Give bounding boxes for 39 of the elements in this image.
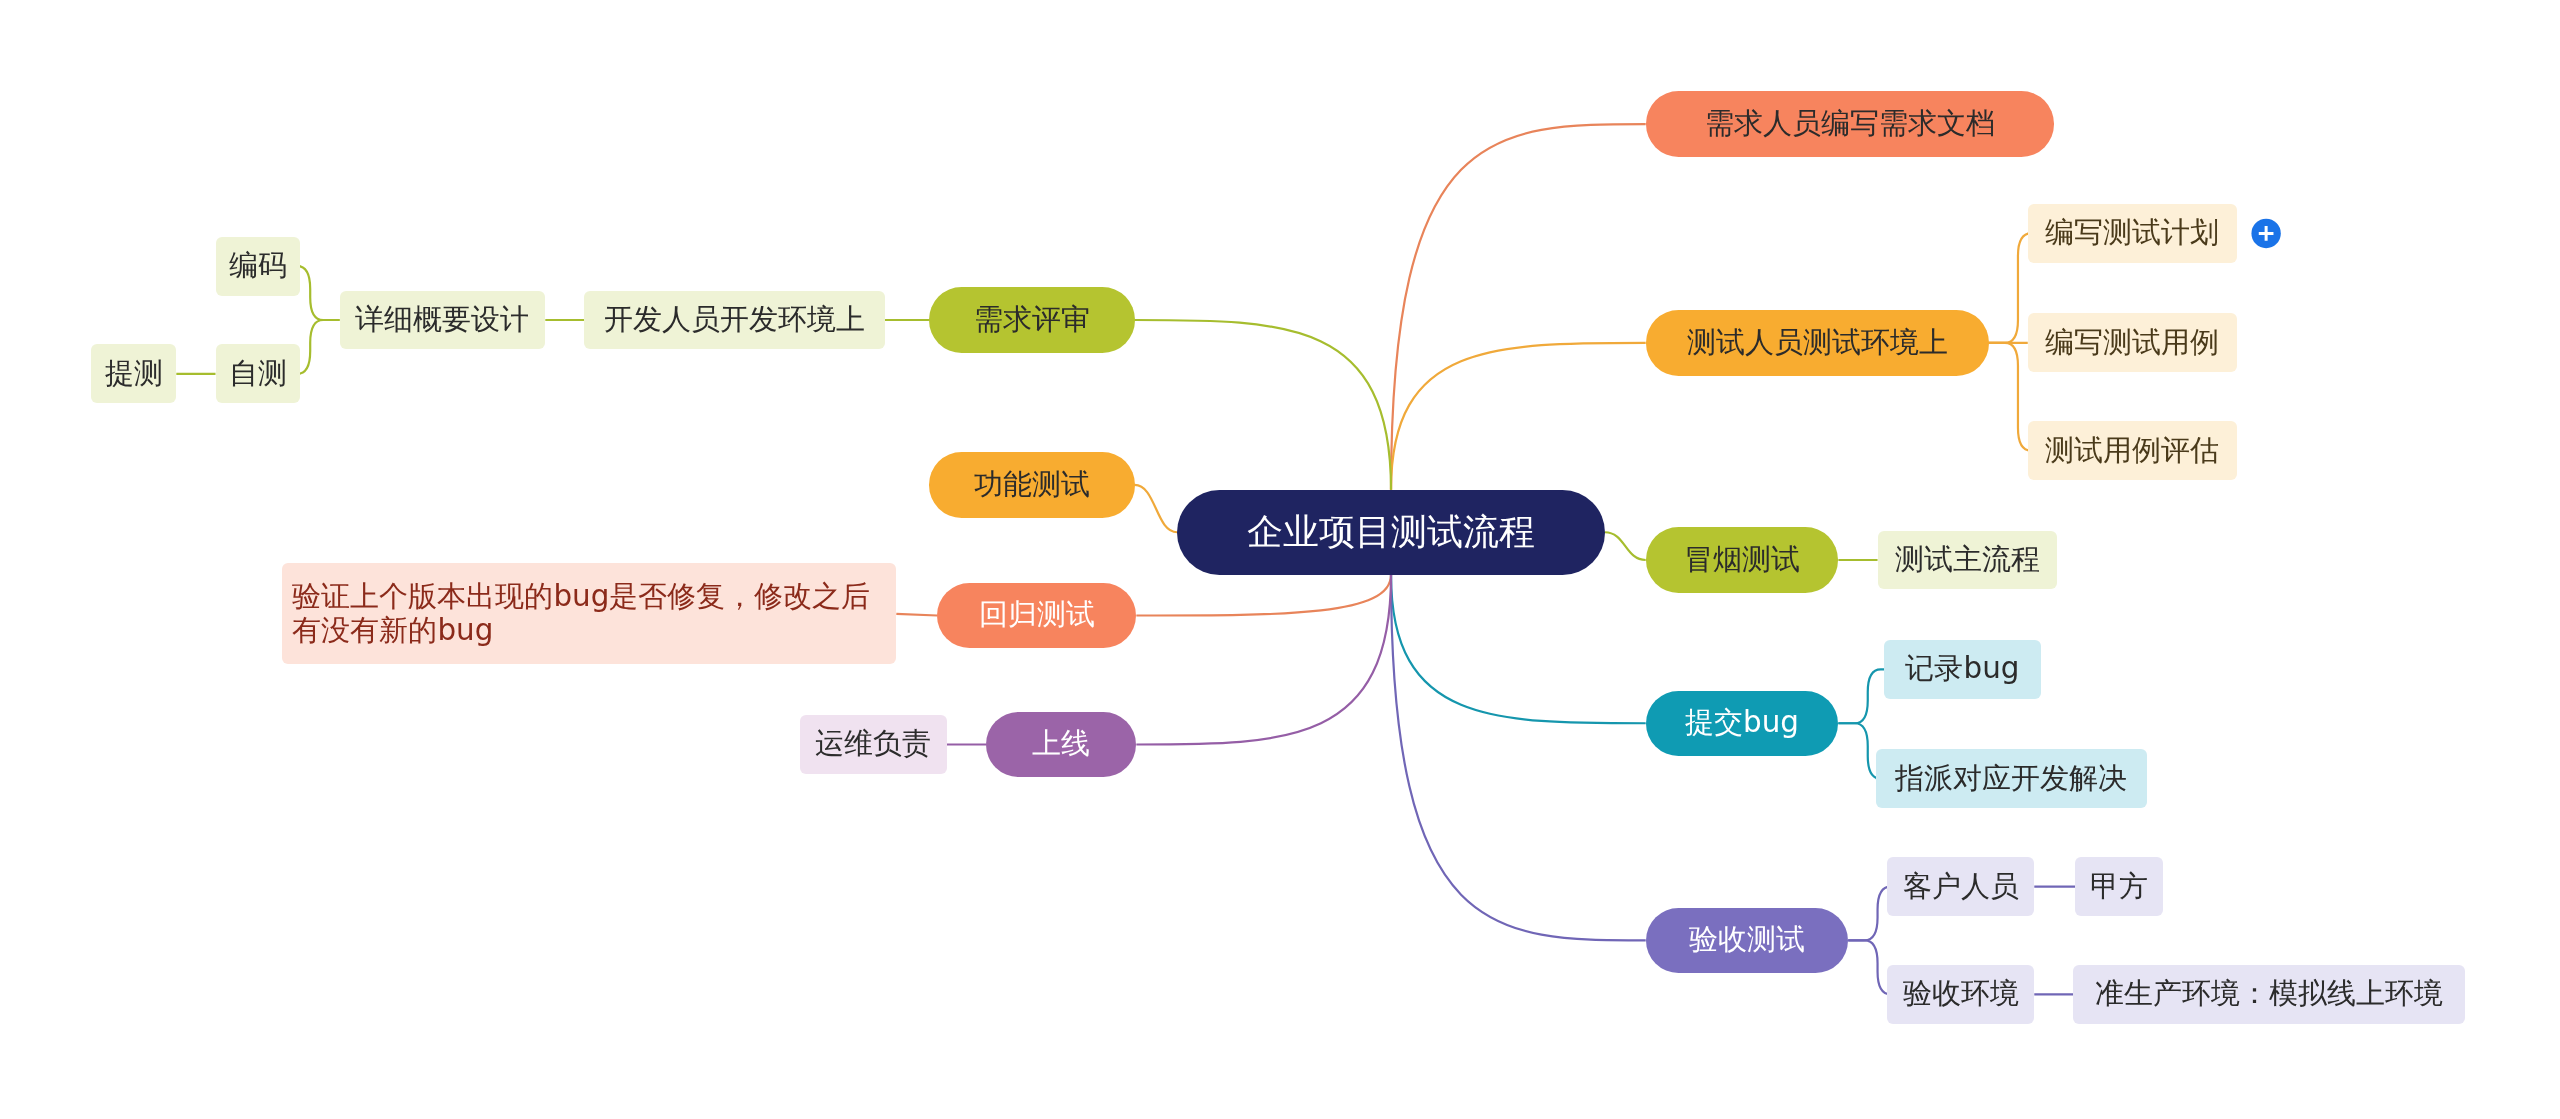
topic-box: 回归测试 (937, 582, 1137, 649)
subtopic-box: 提测 (91, 344, 177, 404)
connector-line (1604, 531, 1646, 562)
subtopic-box: 开发人员开发环境上 (584, 290, 885, 350)
subtopic-box: 编写测试计划 (2027, 204, 2237, 263)
connector-line (176, 372, 216, 375)
subtopic-box: 甲方 (2075, 857, 2164, 916)
subtopic-box: 测试主流程 (1877, 530, 2058, 590)
connector-line (1134, 483, 1178, 534)
note-box: 验证上个版本出现的bug是否修复，修改之后有没有新的bug (282, 563, 897, 665)
subtopic-box: 编写测试用例 (2027, 313, 2237, 373)
topic-box: 功能测试 (928, 452, 1135, 518)
connector-line (2034, 885, 2076, 888)
subtopic-box: 自测 (215, 344, 301, 404)
topic-box: 提交bug (1645, 690, 1839, 756)
subtopic-box: 客户人员 (1887, 857, 2035, 916)
subtopic-box: 详细概要设计 (339, 290, 546, 350)
topic-box: 需求人员编写需求文档 (1645, 91, 2054, 157)
topic-box: 冒烟测试 (1645, 527, 1839, 593)
connector-line (1134, 318, 1393, 490)
topic-box: 验收测试 (1645, 907, 1849, 974)
connector-line (946, 743, 987, 746)
subtopic-box: 记录bug (1884, 640, 2041, 699)
connector-line (1136, 574, 1393, 746)
subtopic-box: 编码 (215, 236, 301, 296)
connector-line (896, 612, 938, 617)
subtopic-box: 测试用例评估 (2027, 421, 2237, 480)
central-topic: 企业项目测试流程 (1177, 489, 1605, 575)
subtopic-box: 准生产环境：模拟线上环境 (2073, 964, 2466, 1024)
connector-line (1838, 558, 1878, 562)
subtopic-box: 运维负责 (800, 715, 947, 774)
topic-box: 上线 (986, 711, 1137, 778)
connector-line (545, 318, 585, 322)
topic-box: 测试人员测试环境上 (1645, 310, 1989, 376)
connector-line (2034, 993, 2074, 996)
subtopic-box: 指派对应开发解决 (1875, 749, 2147, 809)
topic-box: 需求评审 (928, 287, 1135, 353)
subtopic-box: 验收环境 (1887, 964, 2035, 1024)
connector-line (884, 318, 929, 322)
